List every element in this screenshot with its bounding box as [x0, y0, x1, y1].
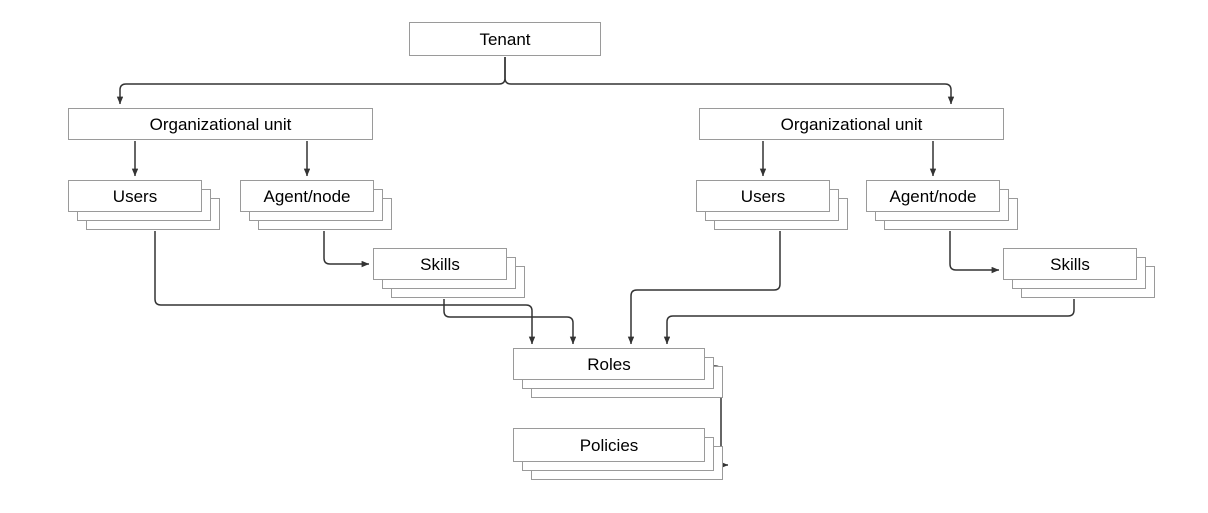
node-label-roles: Roles — [587, 354, 631, 374]
node-label-skills-left: Skills — [420, 254, 460, 274]
node-label-agent-right: Agent/node — [889, 186, 977, 206]
node-label-ou-left: Organizational unit — [149, 114, 292, 134]
node-agent-right[interactable]: Agent/node — [866, 180, 1000, 212]
edge-tenant-to-ou-left — [116, 57, 506, 105]
node-skills-left[interactable]: Skills — [373, 248, 507, 280]
node-users-left[interactable]: Users — [68, 180, 202, 212]
edge-tenant-to-ou-right — [504, 57, 955, 105]
edge-users-right-to-roles — [627, 231, 781, 345]
node-label-users-left: Users — [112, 186, 158, 206]
edge-agent-right-to-skills-right — [949, 231, 1000, 274]
node-tenant[interactable]: Tenant — [409, 22, 601, 56]
node-label-policies: Policies — [579, 435, 639, 455]
edge-skills-right-to-roles — [663, 299, 1075, 345]
node-roles[interactable]: Roles — [513, 348, 705, 380]
node-label-tenant: Tenant — [479, 29, 531, 49]
node-skills-right[interactable]: Skills — [1003, 248, 1137, 280]
node-policies[interactable]: Policies — [513, 428, 705, 462]
edge-skills-left-to-roles — [443, 299, 577, 345]
edge-users-left-to-roles — [154, 231, 536, 345]
node-label-users-right: Users — [740, 186, 786, 206]
edge-agent-left-to-skills-left — [323, 231, 370, 268]
node-label-skills-right: Skills — [1050, 254, 1090, 274]
node-ou-left[interactable]: Organizational unit — [68, 108, 373, 140]
node-agent-left[interactable]: Agent/node — [240, 180, 374, 212]
node-label-agent-left: Agent/node — [263, 186, 351, 206]
node-users-right[interactable]: Users — [696, 180, 830, 212]
node-label-ou-right: Organizational unit — [780, 114, 923, 134]
node-ou-right[interactable]: Organizational unit — [699, 108, 1004, 140]
